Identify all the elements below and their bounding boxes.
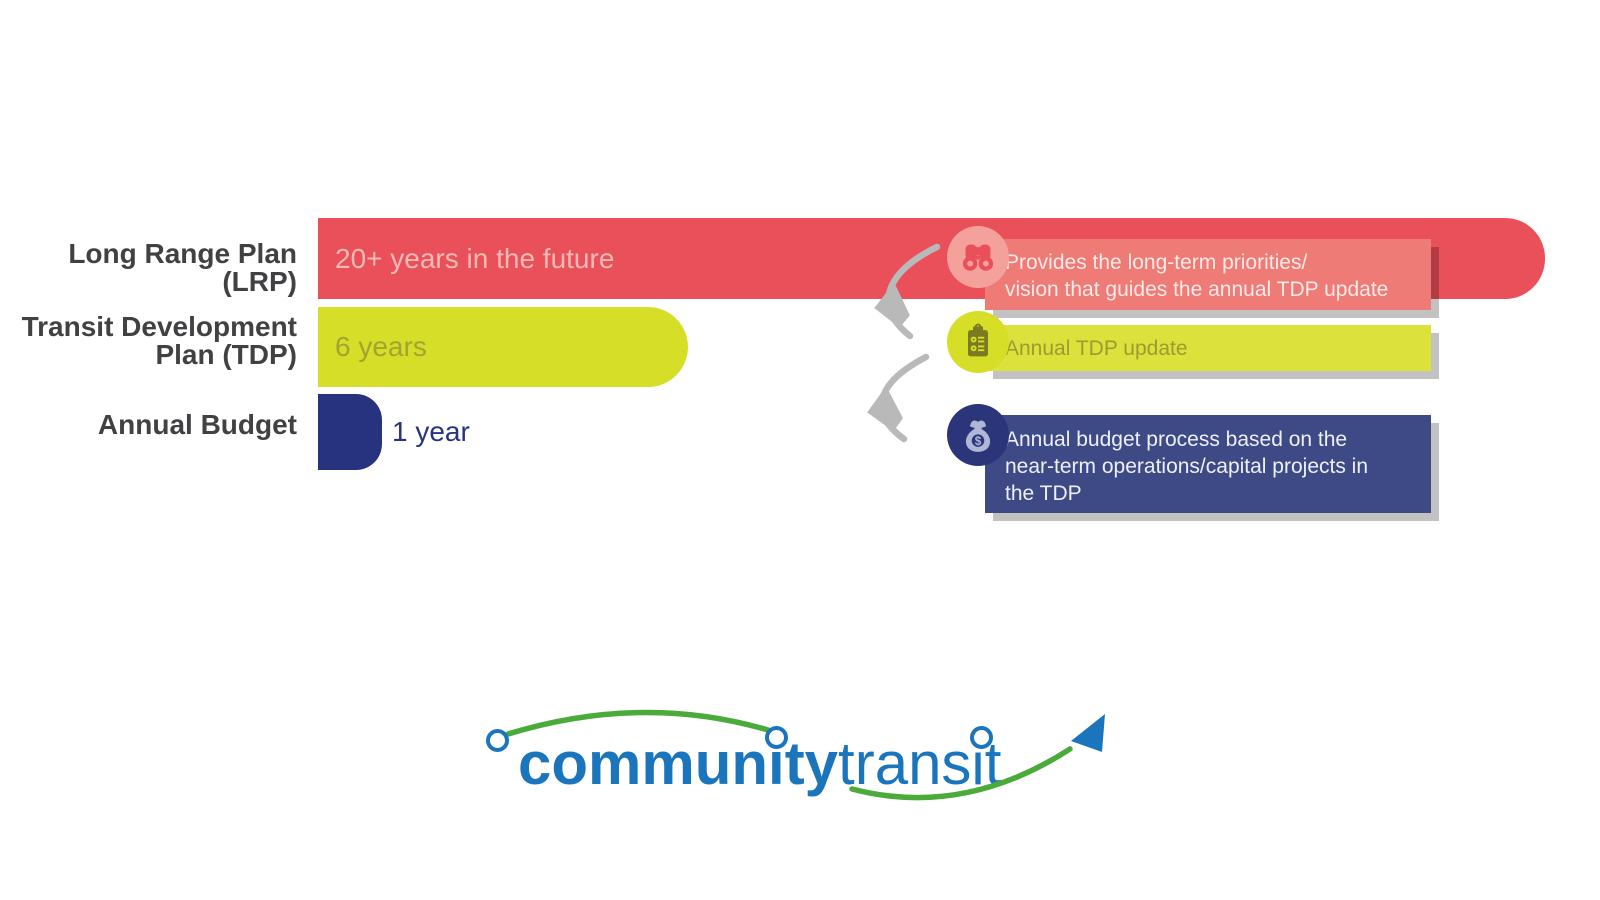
note-text-line: Annual budget process based on the (1005, 428, 1348, 451)
dollar-sign-glyph: $ (975, 434, 982, 448)
bar-annual-budget (318, 394, 382, 470)
row-label-long-range-plan: Long Range Plan (LRP) (68, 238, 297, 297)
note-text-line: Provides the long-term priorities/ (1005, 251, 1308, 274)
binoculars-badge (947, 226, 1009, 288)
row-label-line: Transit Development (21, 311, 297, 342)
note-text-line: near-term operations/capital projects in (1005, 455, 1369, 478)
bar-duration-label: 20+ years in the future (335, 242, 615, 274)
note-text-line: Annual TDP update (1005, 336, 1188, 360)
logo-ring-icon (486, 729, 509, 752)
note-text-line: the TDP (1005, 482, 1082, 505)
money-bag-badge: $ (947, 404, 1009, 466)
flow-arrow (882, 353, 930, 443)
logo-ring-icon (970, 726, 993, 749)
clipboard-icon (968, 323, 988, 357)
clipboard-badge (947, 311, 1009, 373)
row-label-annual-budget: Annual Budget (97, 409, 297, 440)
logo-community-transit: communitytransit (518, 734, 1001, 794)
note-text-line: vision that guides the annual TDP update (1005, 278, 1389, 301)
bar-transit-development-plan: 6 years (318, 307, 688, 387)
bar-duration-label: 1 year (392, 416, 470, 447)
logo-ring-icon (765, 726, 788, 749)
money-bag-icon: $ (965, 420, 991, 452)
note-long-range-plan: Provides the long-term priorities/ visio… (985, 239, 1431, 310)
row-label-line: Plan (TDP) (155, 339, 297, 370)
bar-duration-label: 6 years (335, 331, 427, 362)
logo-word-community: community (518, 730, 839, 797)
binoculars-icon (962, 244, 994, 271)
logo-arrowhead-icon (1071, 714, 1105, 752)
note-annual-budget-process: Annual budget process based on the near-… (985, 415, 1431, 513)
row-label-transit-development-plan: Transit Development Plan (TDP) (0, 313, 297, 369)
note-annual-tdp-update: Annual TDP update (985, 325, 1431, 371)
